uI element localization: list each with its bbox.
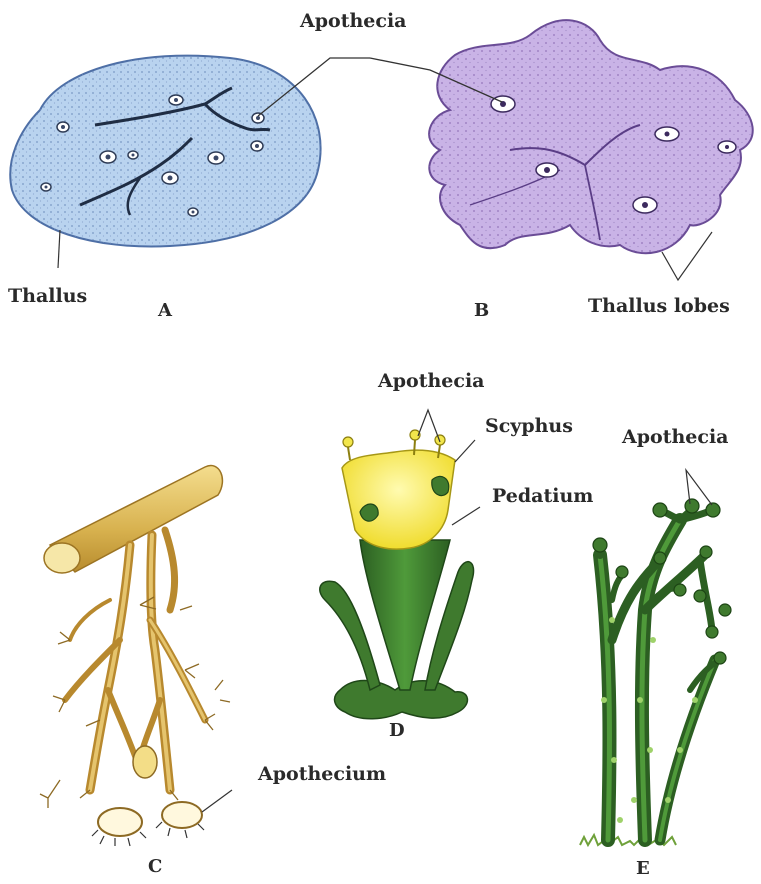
label-figure-e: E [636,860,650,878]
label-apothecia-e: Apothecia [622,428,728,447]
label-pedatium: Pedatium [492,487,593,506]
foliose-thallus-b [429,20,753,280]
label-figure-c: C [148,858,162,876]
cup-lichen-d [320,410,480,719]
label-apothecia-d: Apothecia [378,372,484,391]
crustose-thallus-a [10,56,320,268]
label-scyphus: Scyphus [485,417,573,436]
label-figure-a: A [158,302,172,320]
fruticose-lichen-e [580,470,731,845]
label-thallus-lobes: Thallus lobes [588,297,730,316]
label-figure-d: D [389,722,405,740]
label-figure-b: B [474,302,489,320]
label-apothecium: Apothecium [258,765,386,784]
label-thallus: Thallus [8,287,87,306]
label-apothecia-top: Apothecia [300,12,406,31]
fruticose-lichen-c [40,466,232,846]
